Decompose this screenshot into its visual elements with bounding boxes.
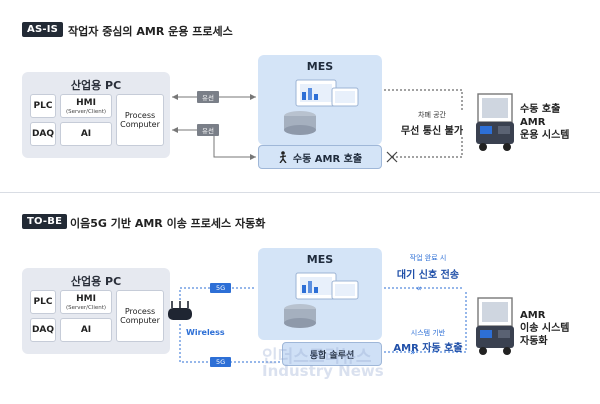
to-be-amr-label-3: 자동화 (520, 336, 548, 347)
to-be-tag: TO-BE (22, 214, 68, 229)
daq-label: DAQ (31, 325, 55, 335)
watermark-korean: 인더스트리뉴스 (262, 347, 372, 367)
hmi-label: HMI (76, 293, 96, 304)
arrow-head (250, 94, 256, 100)
done-small-label: 작업 완료 시 (409, 254, 447, 262)
as-is-daq-box: DAQ (30, 122, 56, 146)
watermark-english: Industry News (262, 362, 384, 380)
screen-bar (302, 92, 306, 100)
plc-label: PLC (33, 101, 53, 111)
to-be-ai-box: AI (60, 318, 112, 342)
as-is-title: 작업자 중심의 AMR 운용 프로세스 (68, 25, 233, 38)
arrow-head (172, 127, 178, 133)
plc-label: PLC (33, 297, 53, 307)
wire-line (172, 129, 256, 158)
hmi-label: HMI (76, 97, 96, 108)
to-be-amr-label-1: AMR (520, 310, 546, 321)
ai-label: AI (80, 325, 92, 335)
walking-person-icon (279, 151, 287, 163)
arrow-right-icon: » (410, 348, 416, 358)
manual-amr-call-box: 수동 AMR 호출 (258, 145, 382, 169)
arrow-head (172, 94, 178, 100)
integrated-solution-box: 통합 솔루션 (282, 342, 382, 366)
to-be-daq-box: DAQ (30, 318, 56, 342)
as-is-amr-label-1: 수동 호출 (520, 104, 561, 115)
wire-tag-1: 유선 (197, 91, 219, 103)
to-be-amr-label-2: 이송 시스템 (520, 323, 570, 334)
arrow-head (250, 154, 256, 160)
hmi-sub-label: (Server/Client) (65, 108, 107, 115)
blocked-link (392, 135, 463, 158)
as-is-tag: AS-IS (22, 22, 64, 37)
daq-label: DAQ (31, 129, 55, 139)
monitor-screen (335, 284, 355, 296)
5g-link (179, 287, 256, 300)
as-is-process-box: Process Computer (116, 94, 164, 146)
mes-server-illustration (284, 272, 359, 328)
as-is-amr-label-2: AMR (520, 117, 546, 128)
wireless-label: Wireless (186, 328, 225, 337)
signal-link (384, 292, 467, 353)
blocked-small-label: 차폐 공간 (418, 111, 446, 119)
as-is-pc-title: 산업용 PC (70, 79, 122, 92)
hmi-sub-label: (Server/Client) (65, 304, 107, 311)
screen-bar (314, 287, 318, 293)
system-small-label: 시스템 기반 (410, 329, 446, 337)
manual-call-label: 수동 AMR 호출 (292, 153, 363, 165)
screen-bar (308, 88, 312, 100)
server-disk-icon (284, 125, 316, 135)
process-label: Process Computer (120, 307, 160, 325)
router-icon (168, 301, 192, 320)
mes-server-illustration (284, 79, 359, 135)
as-is-mes-title: MES (306, 60, 334, 73)
server-disk-icon (284, 318, 316, 328)
done-big-label: 대기 신호 전송 (396, 270, 460, 281)
screen-bar (302, 285, 306, 293)
5g-tag-2: 5G (210, 357, 232, 367)
section-divider (0, 192, 600, 193)
process-label: Process Computer (120, 111, 160, 129)
to-be-mes-title: MES (306, 253, 334, 266)
to-be-pc-title: 산업용 PC (70, 275, 122, 288)
integrated-solution-label: 통합 솔루션 (309, 350, 355, 361)
screen-bar (314, 94, 318, 100)
5g-tag-1: 5G (210, 283, 232, 293)
to-be-plc-box: PLC (30, 290, 56, 314)
monitor-screen (335, 91, 355, 103)
blocked-link (384, 89, 463, 110)
blocked-big-label: 무선 통신 불가 (400, 126, 464, 137)
5g-link (179, 324, 280, 363)
ai-label: AI (80, 129, 92, 139)
to-be-hmi-box: HMI (Server/Client) (60, 290, 112, 314)
amr-robot-icon (476, 93, 514, 151)
wire-tag-2: 유선 (197, 124, 219, 136)
as-is-amr-label-3: 운용 시스템 (520, 130, 570, 141)
as-is-hmi-box: HMI (Server/Client) (60, 94, 112, 118)
as-is-plc-box: PLC (30, 94, 56, 118)
as-is-ai-box: AI (60, 122, 112, 146)
block-mark (386, 151, 398, 163)
screen-bar (308, 281, 312, 293)
amr-robot-icon (476, 297, 514, 355)
to-be-title: 이음5G 기반 AMR 이송 프로세스 자동화 (70, 217, 266, 230)
to-be-process-box: Process Computer (116, 290, 164, 342)
system-big-label: AMR 자동 호출 (393, 343, 463, 354)
arrow-left-icon: « (416, 284, 422, 294)
